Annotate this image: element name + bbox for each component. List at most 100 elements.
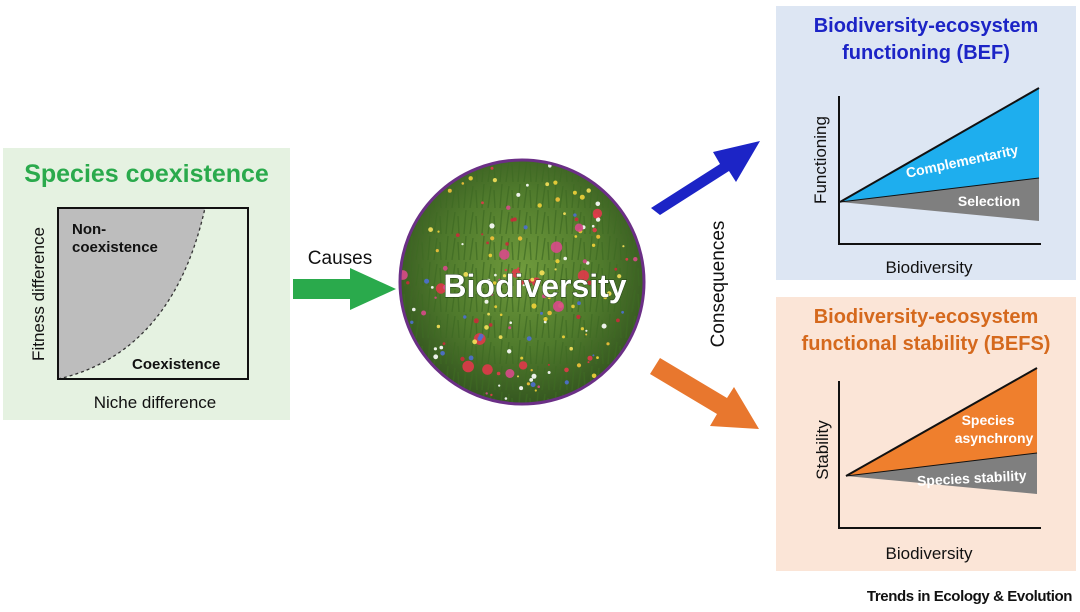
stability-axis-label: Stability [813,420,832,480]
meadow-flower [591,373,597,379]
meadow-flower [564,367,569,373]
meadow-flower [616,318,620,323]
meadow-flower [468,355,474,361]
meadow-flower [473,318,479,324]
meadow-flower [511,268,521,278]
meadow-flower [542,294,547,299]
meadow-flower [554,268,557,271]
meadow-flower [543,317,548,322]
fitness-difference-label: Fitness difference [29,227,48,361]
meadow-flower [574,235,578,238]
meadow-flower [539,270,545,276]
biodiversity-center-label: Biodiversity [443,268,626,304]
meadow-flower [498,335,503,339]
meadow-flower [592,227,597,233]
meadow-flower [505,242,509,246]
meadow-flower [553,300,564,312]
non-coexistence-label-line2: coexistence [72,239,158,256]
species-stability-label: Species stability [917,467,1028,489]
meadow-flower [555,259,560,264]
meadow-flower [496,371,501,376]
meadow-flower [580,327,585,331]
meadow-flower [531,373,537,379]
meadow-flower [596,234,601,239]
meadow-flower [537,203,542,208]
consequences-arrow-blue [651,141,760,215]
meadow-flower [508,326,512,330]
meadow-flower [585,329,588,332]
coexistence-plot-frame [57,207,249,380]
meadow-flower [595,217,601,222]
meadow-flower [562,335,565,339]
meadow-flower [601,323,607,329]
meadow-flower [428,227,433,233]
befs-axes [838,381,1041,529]
meadow-flower [463,272,469,277]
meadow-flower [482,364,493,375]
meadow-flower [622,245,625,248]
consequences-label: Consequences [708,221,729,348]
meadow-flower [582,259,587,264]
meadow-flower [430,286,434,289]
meadow-flower [531,291,534,294]
meadow-flower [485,392,488,395]
meadow-flower [499,249,510,260]
meadow-flower [472,339,478,345]
meadow-flower [492,178,497,183]
meadow-flower [412,307,416,312]
meadow-flower [534,389,537,392]
meadow-flower [487,312,490,316]
meadow-flower [606,291,612,296]
meadow-flower [571,304,575,309]
meadow-flower [603,295,608,300]
bef-title: Biodiversity-ecosystem functioning (BEF) [776,13,1076,67]
meadow-flower [486,241,489,245]
meadow-flower [577,270,590,282]
meadow-flower [587,280,592,286]
meadow-flower [569,346,573,351]
meadow-flower [424,278,430,284]
meadow-flower [614,267,618,271]
meadow-flower [447,188,452,193]
meadow-flower [484,325,489,330]
meadow-flower [587,355,593,361]
meadow-flower [587,361,590,364]
meadow-flower [523,225,528,230]
meadow-flower [463,315,467,319]
meadow-flower [437,230,440,233]
meadow-flower [526,336,532,341]
meadow-flower [522,284,525,287]
causes-arrow-shape [293,268,396,310]
bef-mid-line [839,177,1040,203]
functioning-axis-label: Functioning [811,116,830,204]
befs-top-line [845,367,1038,477]
meadow-flower [433,347,437,351]
meadow-flower [435,249,439,253]
meadow-flower [434,296,437,299]
meadow-flower [586,188,591,193]
meadow-flower [481,201,484,205]
meadow-flower [504,397,508,400]
befs-mid-line [845,452,1038,477]
meadow-flower [572,190,577,195]
meadow-flower [574,223,584,232]
meadow-flower [517,236,523,241]
meadow-flower [484,299,489,304]
meadow-flower [592,354,595,357]
meadow-flower [579,194,585,200]
meadow-flower [531,303,537,309]
meadow-flower [526,382,531,386]
meadow-flower [526,183,529,187]
meadow-flower [442,265,448,271]
coexistence-boundary-curve [57,207,206,380]
meadow-flower [421,310,427,316]
meadow-flower [498,278,501,282]
meadow-flower [547,310,552,316]
meadow-flower [494,273,497,277]
befs-title-line2: functional stability (BEFS) [801,333,1051,355]
meadow-flower [563,284,567,288]
meadow-flower [585,261,590,265]
meadow-flower [596,356,599,359]
meadow-flower [505,369,515,378]
